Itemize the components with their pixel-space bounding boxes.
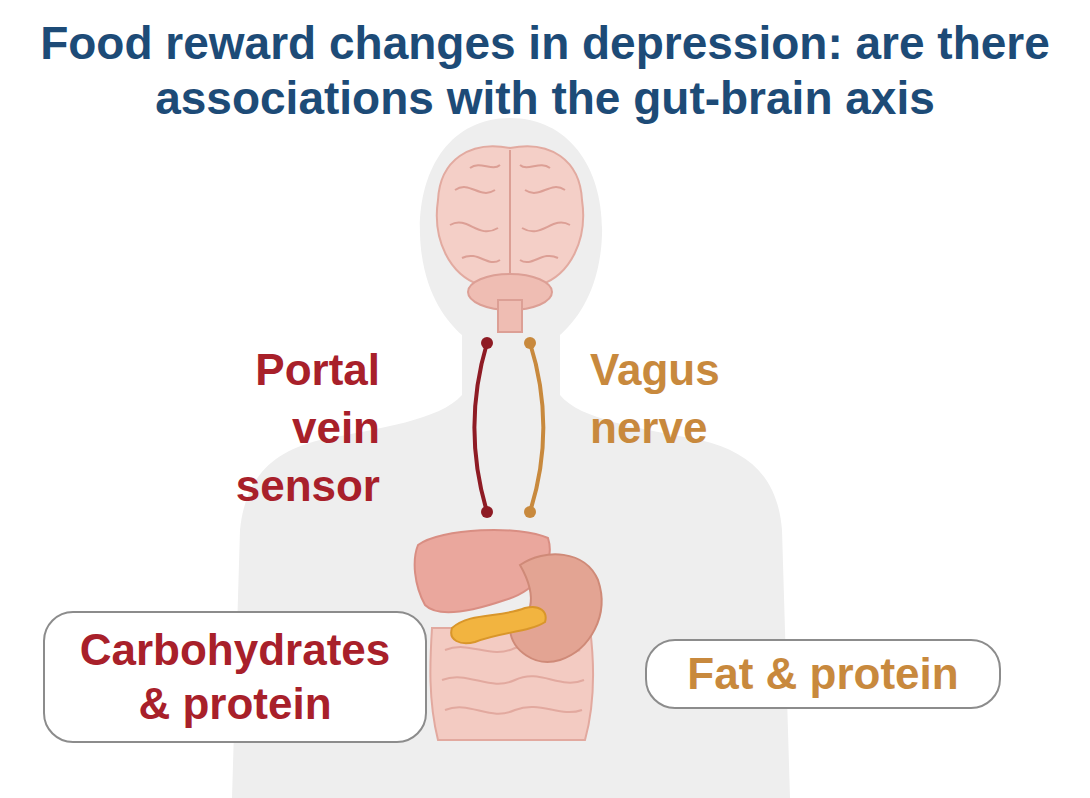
brain <box>437 146 583 332</box>
pathway-label: Vagus nerve <box>590 341 760 457</box>
nutrient-text: Fat & protein <box>687 647 958 701</box>
vagus-nerve-pathway <box>524 337 544 518</box>
nutrient-text: Carbohydrates & protein <box>65 623 405 731</box>
nutrient-box: Fat & protein <box>645 639 1000 709</box>
portal-vein-pathway <box>474 337 493 518</box>
nutrient-box: Carbohydrates & protein <box>43 611 427 743</box>
diagram-title: Food reward changes in depression: are t… <box>5 16 1085 126</box>
pathway-label: Portal vein sensor <box>210 341 380 515</box>
abdominal-organs <box>415 530 602 740</box>
